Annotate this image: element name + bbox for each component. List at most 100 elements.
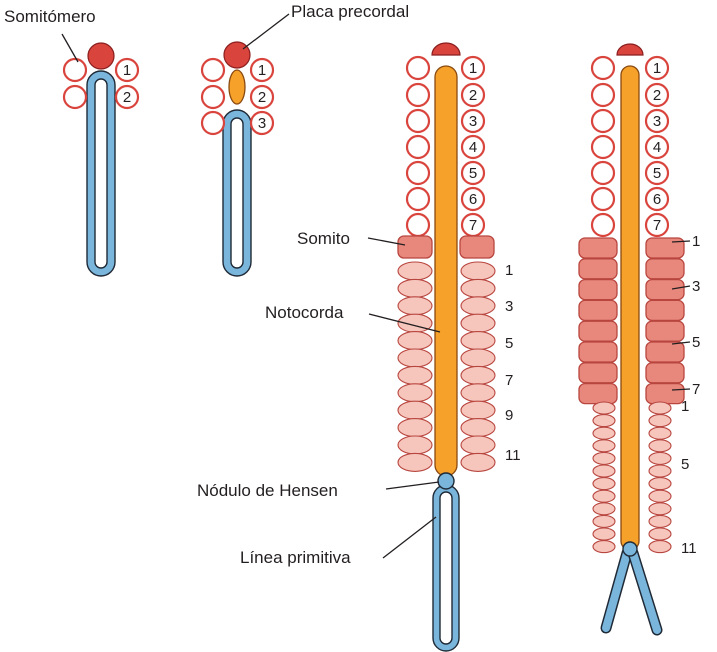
somite-number: 5	[505, 335, 513, 352]
label-linea: Línea primitiva	[240, 548, 351, 567]
label-somitomero: Somitómero	[4, 7, 96, 26]
leader-somite-number	[671, 388, 691, 391]
somitomere-left	[62, 84, 88, 110]
somitomere-right	[644, 82, 670, 108]
primitive-streak-inner	[94, 78, 108, 269]
somite-left	[578, 299, 618, 322]
prechordal-plate	[431, 42, 461, 56]
somitomere-number: 4	[469, 139, 477, 156]
segmental-plate-segment	[397, 400, 433, 420]
somite-left	[578, 278, 618, 301]
segmental-plate-segment	[592, 540, 616, 554]
somitomere-left	[590, 82, 616, 108]
segmental-plate-segment	[397, 383, 433, 403]
somitomere-number: 2	[653, 87, 661, 104]
segmental-plate-segment	[592, 439, 616, 453]
somitomere-left	[405, 160, 431, 186]
segmental-plate-segment	[648, 464, 672, 478]
segmental-plate-segment	[648, 477, 672, 491]
somitomere-column-left	[590, 55, 616, 238]
somite-left	[578, 320, 618, 342]
segmental-plate-segment	[648, 502, 672, 516]
caudal-number: 1	[681, 398, 689, 415]
somitomere-column-right	[460, 55, 486, 238]
primitive-streak-right-limb	[629, 549, 661, 634]
segmental-plate-segment	[460, 348, 496, 368]
segmental-plate-segment	[592, 502, 616, 516]
segmental-plate-segment	[460, 400, 496, 420]
somite-right	[645, 341, 685, 363]
somitomere-number: 7	[653, 217, 661, 234]
somite-number: 5	[692, 334, 700, 351]
somitomere-number: 2	[123, 89, 131, 106]
somitomere-left	[405, 55, 431, 81]
segmental-plate-segment	[648, 527, 672, 541]
somitomere-left	[590, 55, 616, 81]
label-nodulo: Nódulo de Hensen	[197, 481, 338, 500]
somitomere-left	[590, 134, 616, 160]
segmental-plate-segment	[592, 514, 616, 528]
primitive-streak-inner	[230, 117, 244, 269]
segmental-plate-segment	[648, 489, 672, 503]
somite-left	[578, 237, 618, 259]
somite-right	[459, 235, 495, 259]
somitomere-left	[590, 108, 616, 134]
somite-number: 11	[505, 447, 521, 464]
segmental-plate-segment	[460, 452, 496, 472]
somitomere-number: 1	[123, 62, 131, 79]
somite-right	[645, 258, 685, 280]
segmental-plate-left	[592, 401, 616, 554]
leader-notocorda	[368, 313, 441, 333]
segmental-plate-segment	[592, 527, 616, 541]
primitive-streak-left-limb	[602, 549, 631, 632]
somitomere-left	[590, 160, 616, 186]
label-placa-precordal: Placa precordal	[291, 2, 409, 21]
somitomere-number: 3	[258, 115, 266, 132]
caudal-number: 11	[681, 540, 697, 557]
label-somito: Somito	[297, 229, 350, 248]
label-notocorda: Notocorda	[265, 303, 344, 322]
somitomere-left	[590, 186, 616, 212]
somitomere-left	[200, 84, 226, 110]
segmental-plate-segment	[648, 414, 672, 428]
somite-number: 7	[692, 381, 700, 398]
leader-nodulo	[385, 481, 440, 490]
somitomere-number: 1	[653, 60, 661, 77]
somite-number: 3	[692, 278, 700, 295]
somitomere-left	[405, 212, 431, 238]
somitomere-left	[200, 110, 226, 136]
somitomere-right	[114, 84, 140, 110]
segmental-plate-segment	[592, 414, 616, 428]
somitomere-right	[249, 57, 275, 83]
somitomere-number: 1	[469, 60, 477, 77]
segmental-plate-right	[460, 261, 496, 472]
segmental-plate-segment	[460, 383, 496, 403]
segmental-plate-segment	[592, 426, 616, 440]
somitomere-left	[590, 212, 616, 238]
somitomere-right	[460, 134, 486, 160]
somitomere-number: 2	[258, 89, 266, 106]
somitomere-number: 5	[469, 165, 477, 182]
segmental-plate-segment	[592, 451, 616, 465]
somite-right	[645, 237, 685, 259]
notochord	[620, 65, 640, 551]
stage-1: 1 2 Somitómero	[4, 7, 140, 277]
somitomere-left	[200, 57, 226, 83]
segmental-plate-segment	[648, 426, 672, 440]
notochord	[434, 65, 458, 477]
somitomere-column-right	[644, 55, 670, 238]
prechordal-plate	[87, 42, 115, 70]
prechordal-plate	[616, 43, 644, 56]
segmental-plate-segment	[397, 261, 433, 281]
somitomere-right	[460, 186, 486, 212]
somitomere-number: 6	[653, 191, 661, 208]
somitomere-right	[644, 160, 670, 186]
somitomere-number: 1	[258, 62, 266, 79]
leader-somite-number	[671, 341, 691, 345]
somitomere-number: 7	[469, 217, 477, 234]
somite-number: 1	[692, 233, 700, 250]
